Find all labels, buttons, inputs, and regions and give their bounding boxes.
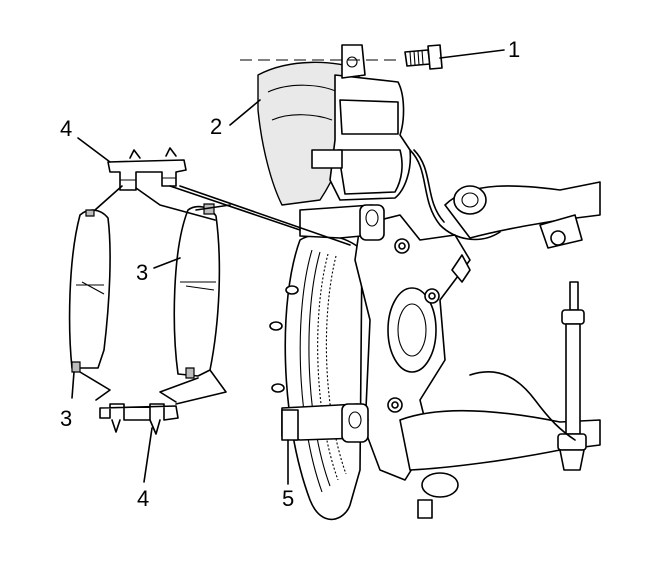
- upper-pad-clip: [107, 147, 187, 191]
- upper-control-arm: [444, 181, 601, 249]
- projection-lines: [79, 185, 351, 405]
- outer-brake-pad: [68, 209, 111, 373]
- leader-lines: [71, 49, 505, 485]
- callout-2-caliper: 2: [210, 114, 222, 139]
- brake-rotor: [269, 234, 363, 521]
- callout-3-inner-pad: 3: [136, 260, 148, 285]
- shock-absorber: [557, 281, 587, 471]
- lower-pad-clip: [99, 403, 179, 435]
- callout-1-bolt: 1: [508, 37, 520, 62]
- brake-hose: [409, 149, 576, 441]
- callout-3-outer-pad: 3: [60, 406, 72, 431]
- callout-4-lower-clip: 4: [137, 486, 149, 511]
- brake-caliper: [257, 44, 412, 206]
- caliper-bracket: [281, 204, 385, 443]
- callout-4-upper-clip: 4: [60, 116, 72, 141]
- steering-knuckle: [354, 214, 471, 481]
- callouts: 1 2 3 3 4 4 5: [60, 37, 520, 511]
- caliper-bolt: [404, 44, 443, 70]
- inner-brake-pad: [173, 203, 221, 379]
- callout-5-bracket: 5: [282, 486, 294, 511]
- lower-control-arm: [399, 409, 601, 519]
